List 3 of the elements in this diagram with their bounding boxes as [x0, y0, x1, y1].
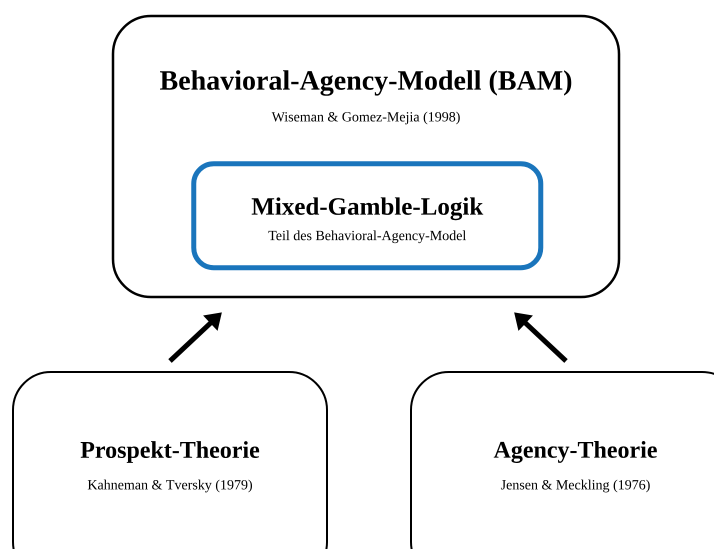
inner-model-box: Mixed-Gamble-Logik Teil des Behavioral-Agency-Model: [191, 161, 544, 270]
theory-box: Agency-Theorie Jensen & Meckling (1976): [410, 371, 714, 549]
theory-box: Prospekt-Theorie Kahneman & Tversky (1979): [12, 371, 328, 549]
